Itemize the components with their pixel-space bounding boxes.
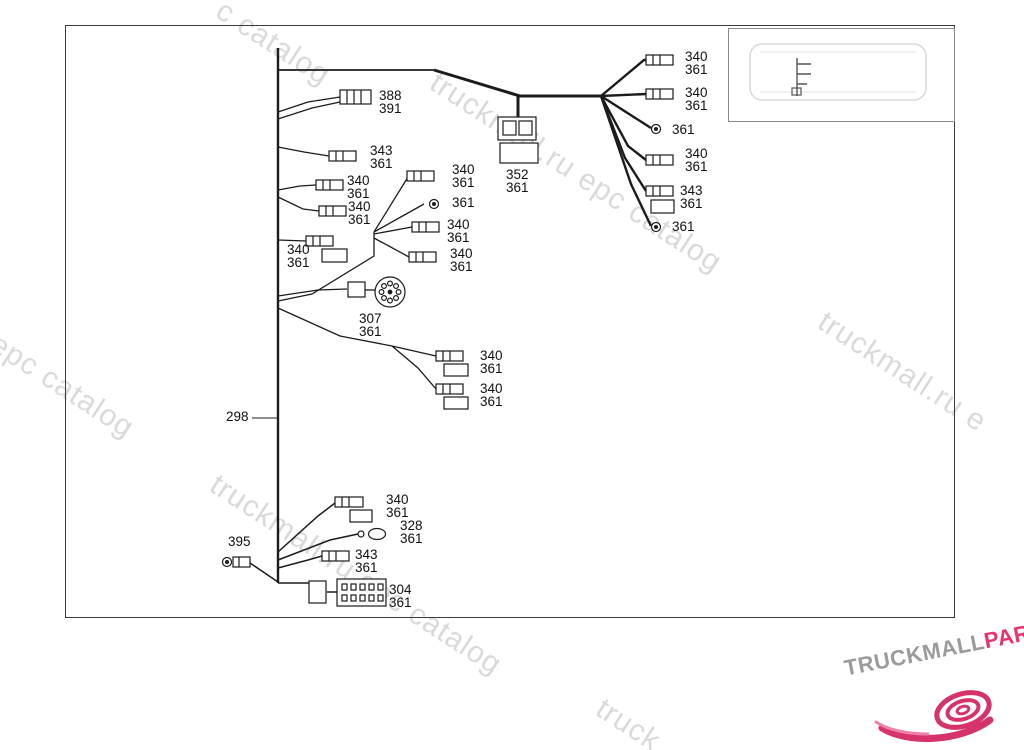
connector-symbols	[221, 54, 675, 607]
connector-340-j	[435, 350, 469, 377]
ring-terminal-361-c	[650, 221, 662, 233]
connector-340-i	[645, 154, 674, 166]
connector-340-k	[435, 383, 469, 410]
ring-terminal-361-b	[650, 123, 662, 135]
component-352	[497, 116, 539, 164]
part-label-361-c: 361	[672, 219, 695, 234]
part-label-361-b: 361	[672, 122, 695, 137]
connector-340-f	[408, 251, 437, 263]
diagram-frame	[65, 25, 955, 618]
connector-340-a	[315, 179, 344, 191]
connector-340-d	[406, 170, 435, 182]
connector-340-h	[645, 88, 674, 100]
connector-340-b	[318, 205, 347, 217]
connector-340-e	[411, 221, 440, 233]
connector-343-right	[645, 185, 675, 214]
connector-340-g	[645, 54, 674, 66]
part-label-298: 298	[226, 409, 249, 424]
harness-wires	[249, 48, 653, 593]
connector-328	[357, 527, 387, 541]
connector-340-c	[305, 235, 348, 263]
part-label-395: 395	[228, 534, 251, 549]
vehicle-inset-thumbnail	[728, 28, 955, 122]
ring-terminal-361-a	[428, 198, 440, 210]
round-connector-307	[347, 276, 406, 308]
connector-388	[339, 89, 372, 105]
connector-395	[221, 556, 251, 568]
logo-swirl-icon	[874, 690, 994, 742]
connector-343-upper	[328, 150, 357, 162]
multipin-connector-304	[308, 578, 387, 607]
connector-340-l	[334, 496, 373, 523]
connector-343-lower	[321, 550, 350, 562]
part-label-361-a: 361	[452, 195, 475, 210]
